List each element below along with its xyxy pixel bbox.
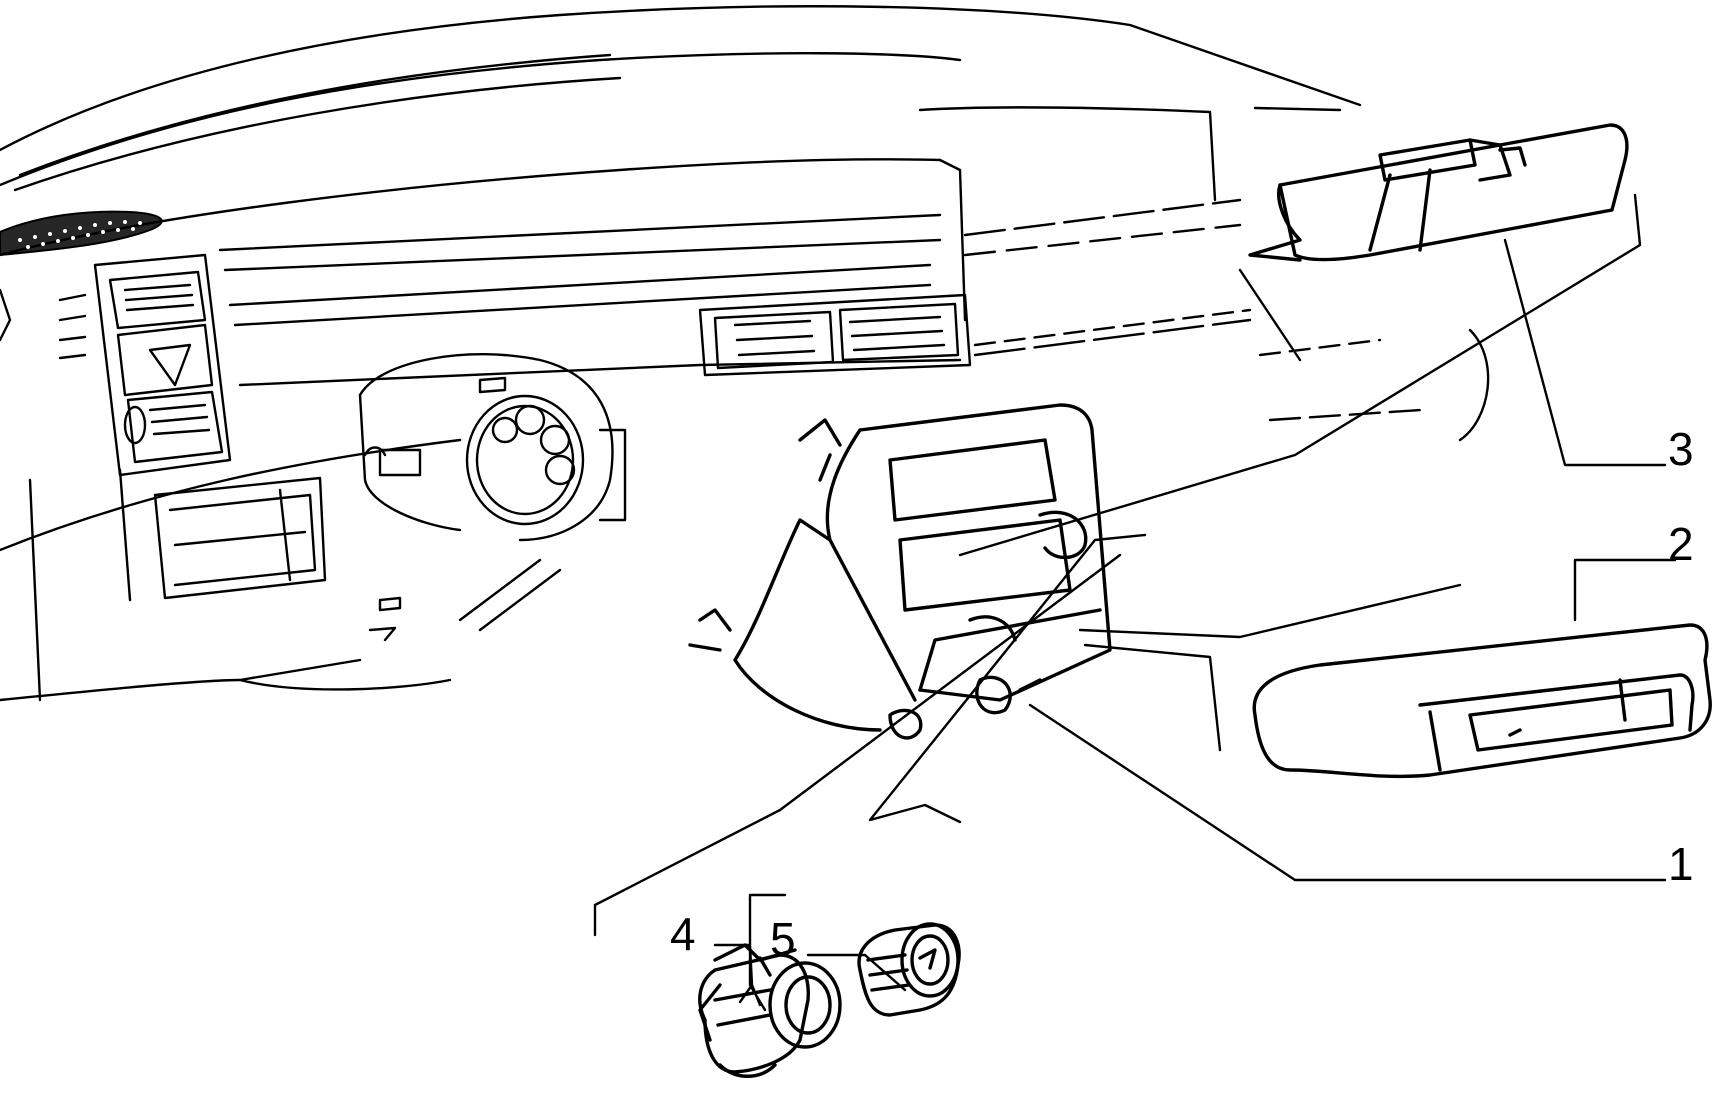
leader-3 bbox=[1503, 238, 1667, 467]
center-vent-assembly bbox=[698, 293, 972, 377]
speaker-grille-icon bbox=[0, 210, 163, 257]
leader-2 bbox=[1573, 558, 1677, 622]
part-2-storage-tray bbox=[1252, 623, 1712, 779]
leader-5 bbox=[806, 953, 907, 992]
steering-column-shroud bbox=[358, 353, 627, 642]
callout-1: 1 bbox=[1668, 838, 1694, 890]
left-vent-panel bbox=[93, 253, 232, 477]
leader-4 bbox=[713, 893, 787, 1012]
callout-2: 2 bbox=[1668, 518, 1694, 570]
leader-1 bbox=[1028, 703, 1667, 882]
part-1-center-console bbox=[688, 403, 1112, 740]
part-5-cigar-lighter bbox=[857, 922, 961, 1017]
callout-4: 4 bbox=[670, 908, 696, 960]
part-3-glovebox-lid bbox=[1248, 123, 1629, 262]
dashboard-outline bbox=[0, 5, 1490, 702]
lower-left-tray bbox=[153, 476, 327, 600]
callout-5: 5 bbox=[770, 913, 796, 965]
callout-leader-lines bbox=[593, 193, 1677, 1012]
part-4-lighter-socket bbox=[698, 943, 842, 1078]
callout-3: 3 bbox=[1668, 423, 1694, 475]
